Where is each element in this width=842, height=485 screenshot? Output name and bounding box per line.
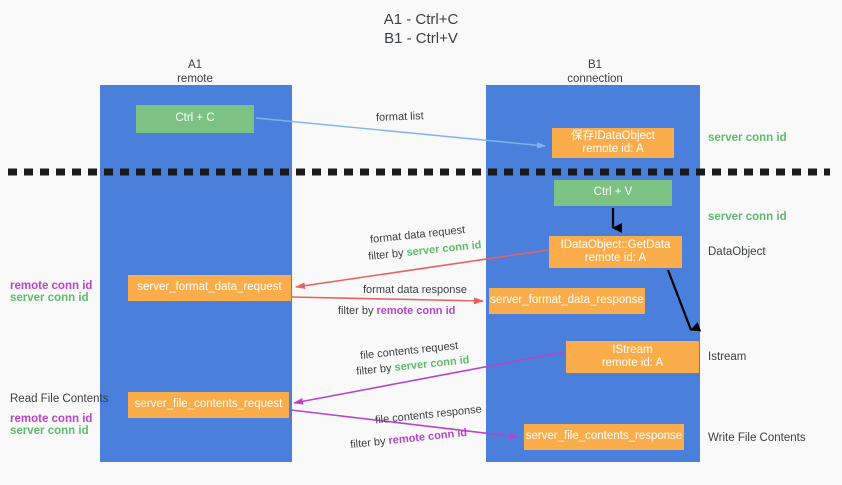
annotation-read-file-contents: Read File Contents: [10, 393, 109, 405]
column-b1-name: B1: [587, 59, 603, 71]
title-line-1: A1 - Ctrl+C: [383, 11, 459, 28]
filter-value-remote-conn-id: remote conn id: [376, 305, 456, 317]
column-header-a1: A1 remote: [120, 58, 270, 86]
annotation-remote-conn-id-low: remote conn id: [10, 413, 93, 425]
column-b1-sub: connection: [567, 73, 623, 85]
box-server-file-contents-response[interactable]: server_file_contents_response: [524, 424, 684, 450]
box-server-format-data-request[interactable]: server_format_data_request: [128, 275, 291, 301]
box-server-format-data-request-label: server_format_data_request: [137, 281, 282, 294]
annotation-server-conn-id-second: server conn id: [708, 211, 787, 223]
annotation-remote-conn-id-mid: remote conn id: [10, 280, 93, 292]
box-istream[interactable]: IStream remote id: A: [566, 341, 699, 373]
column-a1-sub: remote: [177, 73, 213, 85]
title-line-2: B1 - Ctrl+V: [384, 30, 458, 47]
box-idataobject-getdata[interactable]: IDataObject::GetData remote id: A: [549, 236, 682, 268]
box-ctrl-v-label: Ctrl + V: [593, 186, 633, 199]
box-istream-line2: remote id: A: [601, 357, 664, 369]
annotation-write-file-contents: Write File Contents: [708, 432, 806, 444]
filter-prefix: filter by: [349, 435, 390, 452]
annotation-server-conn-id-mid: server conn id: [10, 292, 89, 304]
box-save-idataobject-line2: remote id: A: [582, 143, 644, 155]
box-ctrl-v[interactable]: Ctrl + V: [554, 180, 672, 206]
annotation-dataobject: DataObject: [708, 246, 766, 258]
edge-label-format-data-response: format data response: [363, 283, 467, 298]
edge-label-format-list-text: format list: [375, 110, 424, 124]
filter-prefix: filter by: [338, 305, 377, 317]
box-save-idataobject[interactable]: 保存IDataObject remote id: A: [552, 128, 674, 158]
column-header-b1: B1 connection: [520, 58, 670, 86]
box-server-file-contents-response-label: server_file_contents_response: [525, 430, 683, 443]
diagram-title: A1 - Ctrl+C B1 - Ctrl+V: [0, 10, 842, 48]
box-server-format-data-response[interactable]: server_format_data_response: [489, 288, 645, 314]
box-save-idataobject-line1: 保存IDataObject: [571, 129, 655, 142]
box-server-file-contents-request-label: server_file_contents_request: [134, 398, 283, 411]
annotation-istream: Istream: [708, 351, 747, 363]
box-getdata-line1: IDataObject::GetData: [560, 238, 671, 251]
filter-prefix: filter by: [367, 246, 408, 263]
box-ctrl-c-label: Ctrl + C: [175, 112, 215, 125]
column-a1-name: A1: [187, 59, 203, 71]
box-server-format-data-response-label: server_format_data_response: [490, 294, 644, 307]
edge-label-format-data-response-text: format data response: [363, 284, 467, 296]
edge-label-format-list: format list: [376, 109, 424, 126]
annotation-server-conn-id-low: server conn id: [10, 425, 89, 437]
box-getdata-line2: remote id: A: [584, 252, 647, 264]
filter-prefix: filter by: [355, 361, 396, 378]
annotation-server-conn-id-top: server conn id: [708, 132, 787, 144]
box-ctrl-c[interactable]: Ctrl + C: [136, 105, 254, 133]
edge-label-format-data-response-filter: filter by remote conn id: [338, 304, 455, 319]
box-istream-line1: IStream: [612, 343, 653, 356]
box-server-file-contents-request[interactable]: server_file_contents_request: [128, 392, 289, 418]
